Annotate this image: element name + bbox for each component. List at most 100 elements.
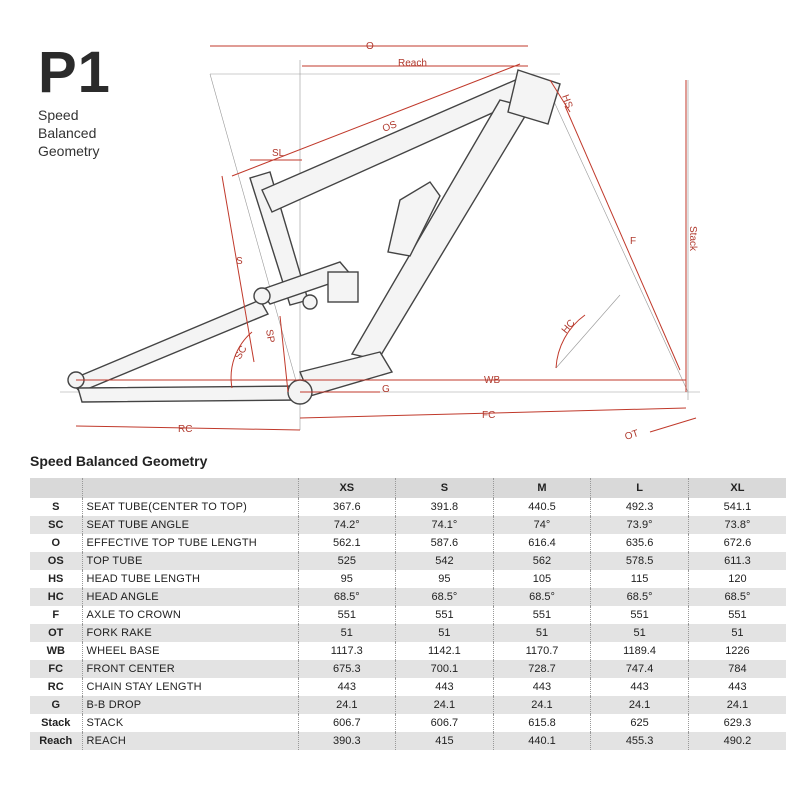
label-f: F: [630, 236, 636, 247]
table-header: XS S M L XL: [30, 478, 786, 498]
row-value: 68.5°: [395, 588, 494, 606]
label-wb: WB: [484, 375, 500, 386]
label-rc: RC: [178, 424, 192, 435]
row-value: 73.8°: [687, 516, 786, 534]
label-g: G: [382, 384, 390, 395]
row-name: B-B DROP: [81, 696, 298, 714]
row-value: 415: [395, 732, 494, 750]
header-size-s: S: [395, 478, 494, 498]
row-value: 551: [395, 606, 494, 624]
label-o: O: [366, 41, 374, 52]
row-name: HEAD TUBE LENGTH: [81, 570, 298, 588]
bike-frame: [67, 69, 561, 405]
row-value: 635.6: [590, 534, 689, 552]
dim-os-line: [231, 63, 521, 177]
brand-block: P1 Speed Balanced Geometry: [38, 44, 111, 160]
row-value: 672.6: [687, 534, 786, 552]
head-tube: [507, 69, 561, 125]
row-name: TOP TUBE: [81, 552, 298, 570]
row-name: HEAD ANGLE: [81, 588, 298, 606]
bottom-bracket-shell: [299, 351, 394, 397]
row-value: 115: [590, 570, 689, 588]
row-value: 542: [395, 552, 494, 570]
row-value: 551: [297, 606, 396, 624]
label-fc: FC: [482, 410, 495, 421]
subtitle-line-3: Geometry: [38, 143, 100, 159]
row-value: 440.1: [492, 732, 591, 750]
row-code: RC: [47, 681, 64, 693]
row-value: 492.3: [590, 498, 689, 516]
row-value: 490.2: [687, 732, 786, 750]
row-value: 74.1°: [395, 516, 494, 534]
row-code: Stack: [41, 717, 71, 729]
dim-sp-line: [279, 315, 289, 393]
row-value: 615.8: [492, 714, 591, 732]
row-code: SC: [48, 519, 64, 531]
row-value: 51: [590, 624, 689, 642]
row-value: 443: [395, 678, 494, 696]
dim-hs-line: [549, 79, 571, 113]
row-code: HC: [47, 591, 64, 603]
row-value: 440.5: [492, 498, 591, 516]
header-size-xl: XL: [687, 478, 786, 498]
pivot-lower: [302, 294, 318, 310]
row-value: 606.7: [297, 714, 396, 732]
header-code: [30, 478, 82, 498]
label-hs: HS: [559, 93, 574, 110]
row-value: 24.1: [492, 696, 591, 714]
row-value: 390.3: [297, 732, 396, 750]
model-name: P1: [38, 40, 111, 105]
row-value: 747.4: [590, 660, 689, 678]
dim-hc-arc: [555, 314, 586, 369]
row-value: 562.1: [297, 534, 396, 552]
bottle-cage: [387, 181, 441, 257]
row-value: 525: [297, 552, 396, 570]
row-value: 700.1: [395, 660, 494, 678]
row-code: G: [51, 699, 61, 711]
row-value: 551: [590, 606, 689, 624]
row-value: 616.4: [492, 534, 591, 552]
row-value: 51: [687, 624, 786, 642]
row-value: 1226: [687, 642, 786, 660]
header-size-l: L: [590, 478, 689, 498]
header-name: [81, 478, 298, 498]
row-code: S: [52, 501, 60, 513]
row-value: 1170.7: [492, 642, 591, 660]
chain-stay: [77, 385, 301, 403]
row-name: FRONT CENTER: [81, 660, 298, 678]
subtitle-line-1: Speed: [38, 107, 79, 123]
row-value: 105: [492, 570, 591, 588]
row-value: 95: [297, 570, 396, 588]
row-value: 73.9°: [590, 516, 689, 534]
row-value: 120: [687, 570, 786, 588]
dim-ot-line: [649, 417, 697, 433]
row-value: 68.5°: [687, 588, 786, 606]
label-sp: SP: [263, 329, 276, 344]
row-value: 443: [687, 678, 786, 696]
row-value: 68.5°: [297, 588, 396, 606]
subtitle: Speed Balanced Geometry: [38, 106, 111, 160]
row-value: 24.1: [590, 696, 689, 714]
row-name: REACH: [81, 732, 298, 750]
row-value: 675.3: [297, 660, 396, 678]
row-value: 68.5°: [492, 588, 591, 606]
row-value: 1142.1: [395, 642, 494, 660]
label-os: OS: [381, 119, 399, 135]
dimension-lines: [75, 45, 697, 433]
dim-rc-line: [75, 425, 301, 431]
row-value: 587.6: [395, 534, 494, 552]
label-reach: Reach: [398, 58, 427, 69]
label-sl: SL: [272, 148, 285, 159]
row-value: 24.1: [687, 696, 786, 714]
row-code: HS: [48, 573, 64, 585]
row-value: 578.5: [590, 552, 689, 570]
row-code: F: [52, 609, 60, 621]
row-value: 551: [492, 606, 591, 624]
row-name: STACK: [81, 714, 298, 732]
